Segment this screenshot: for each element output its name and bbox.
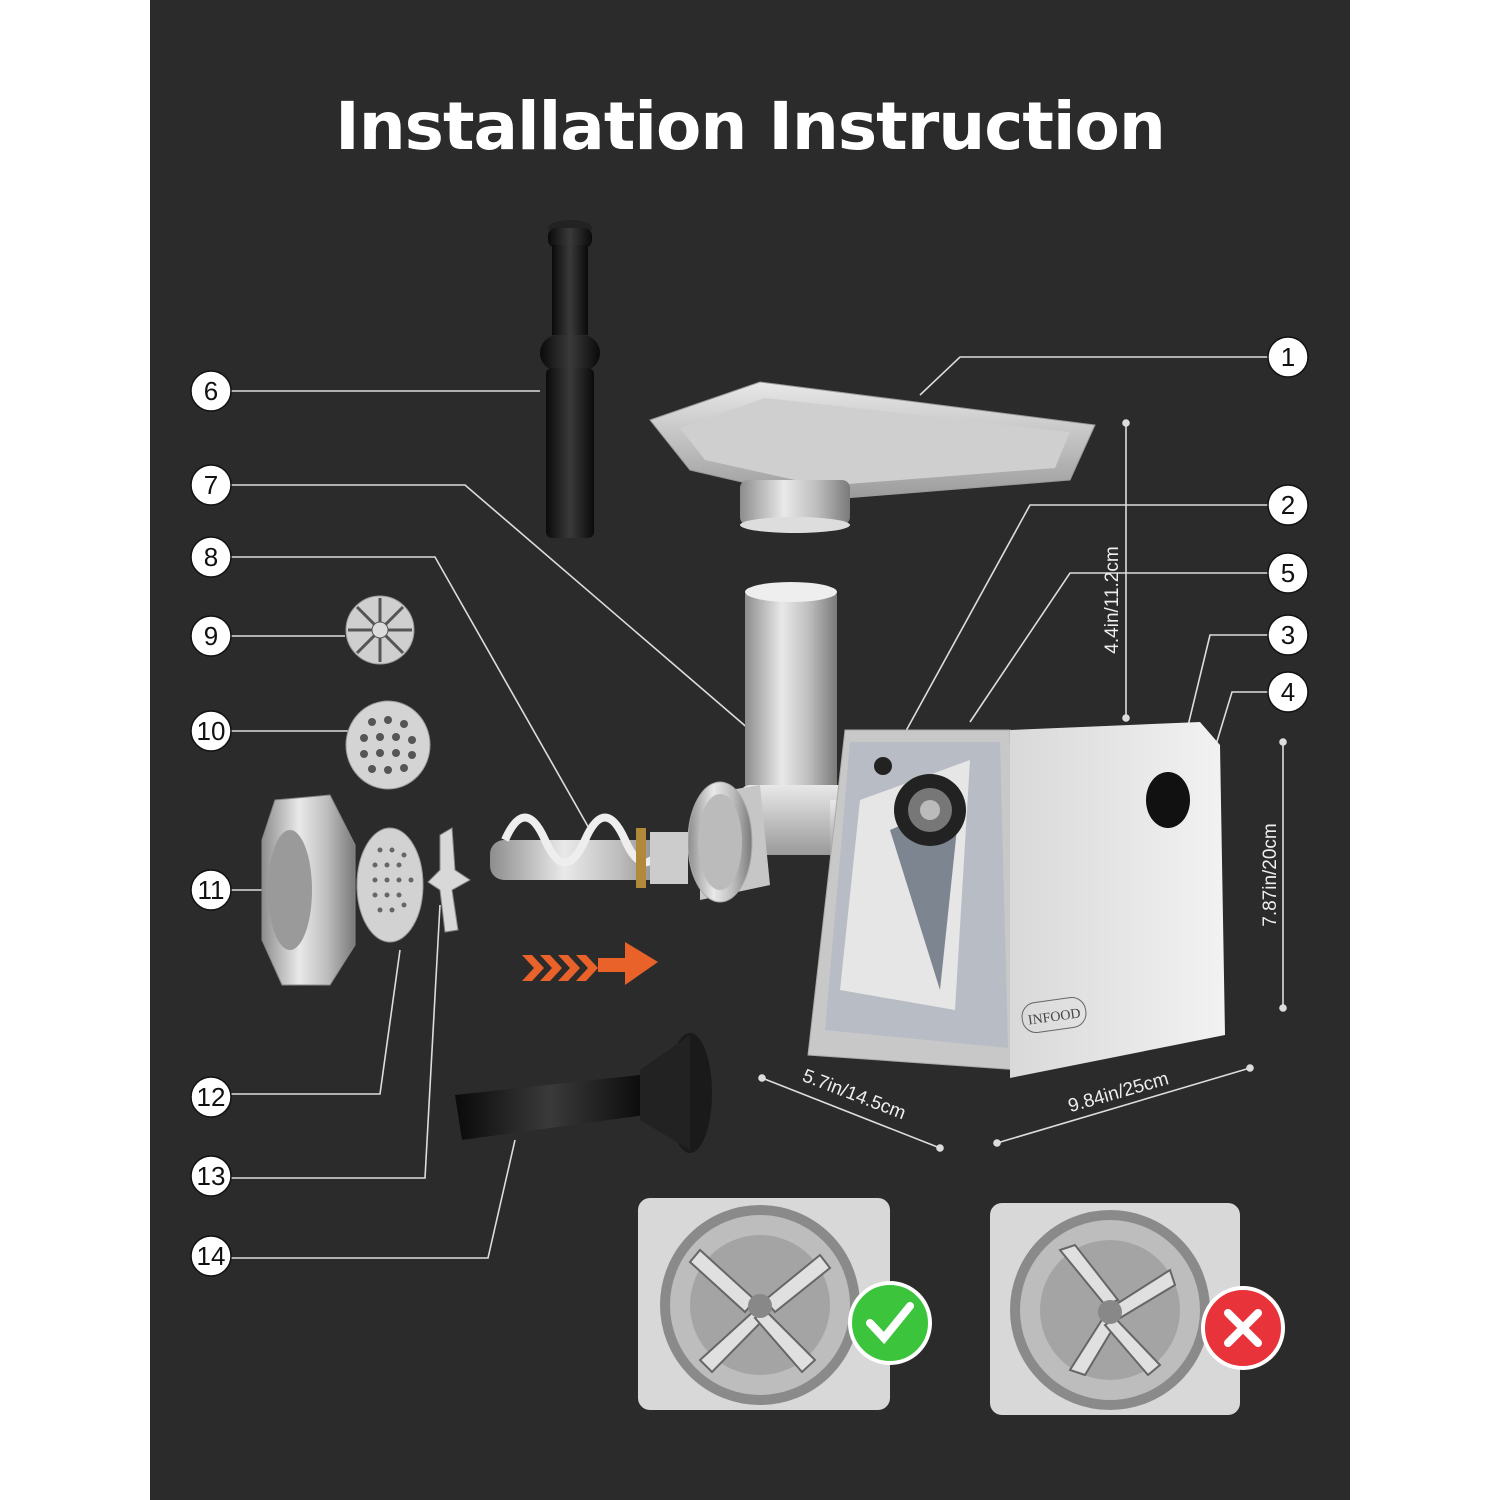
callout-number-10: 10 xyxy=(197,716,226,746)
incorrect-installation-photo xyxy=(990,1203,1285,1415)
callout-circle-2 xyxy=(1267,484,1309,526)
ring-nut xyxy=(261,794,356,986)
dimension-body-height: 7.87in/20cm xyxy=(1260,823,1281,927)
leader-2 xyxy=(889,504,1268,761)
callout-number-5: 5 xyxy=(1281,558,1295,588)
callout-number-9: 9 xyxy=(204,621,218,651)
callout-number-13: 13 xyxy=(197,1161,226,1191)
leader-1 xyxy=(919,356,1268,396)
callout-circle-9 xyxy=(190,615,232,657)
callout-circle-13 xyxy=(190,1155,232,1197)
leader-4 xyxy=(1214,691,1268,749)
leader-13 xyxy=(231,904,441,1179)
meat-tray xyxy=(649,381,1096,533)
leader-lines xyxy=(231,356,1268,1259)
coarse-grinding-plate xyxy=(345,700,431,790)
power-switch[interactable] xyxy=(1146,772,1190,828)
leader-12 xyxy=(231,949,401,1095)
callout-number-6: 6 xyxy=(204,376,218,406)
callout-circle-12 xyxy=(190,1076,232,1118)
callout-number-11: 11 xyxy=(198,875,225,905)
callout-circle-1 xyxy=(1267,336,1309,378)
direction-arrow-icon xyxy=(522,942,658,985)
callout-number-4: 4 xyxy=(1281,677,1295,707)
sausage-tube xyxy=(455,1033,712,1153)
dimension-depth: 5.7in/14.5cm xyxy=(799,1066,908,1125)
sausage-plate xyxy=(345,595,415,665)
motor-housing: INFOOD xyxy=(807,722,1225,1078)
fine-grinding-plate xyxy=(356,827,424,943)
dimension-width: 9.84in/25cm xyxy=(1066,1068,1171,1117)
callout-circle-7 xyxy=(190,464,232,506)
correct-installation-photo xyxy=(638,1198,932,1410)
callout-number-1: 1 xyxy=(1281,342,1295,372)
page-title: Installation Instruction xyxy=(335,88,1166,165)
callout-number-2: 2 xyxy=(1281,490,1295,520)
dimension-lines xyxy=(758,419,1287,1152)
callout-circle-8 xyxy=(190,536,232,578)
callout-circle-10 xyxy=(190,710,232,752)
leader-7 xyxy=(231,484,751,731)
auger-screw xyxy=(490,813,688,888)
food-pusher xyxy=(540,220,600,538)
callout-circle-3 xyxy=(1267,614,1309,656)
callout-circle-14 xyxy=(190,1235,232,1277)
leader-5 xyxy=(969,572,1268,723)
dimension-feed-height: 4.4in/11.2cm xyxy=(1102,546,1123,653)
leader-8 xyxy=(231,556,591,831)
cutting-blade xyxy=(427,827,471,933)
callout-circle-5 xyxy=(1267,552,1309,594)
callout-number-12: 12 xyxy=(197,1082,226,1112)
callout-number-8: 8 xyxy=(204,542,218,572)
leader-14 xyxy=(231,1139,516,1259)
callout-number-3: 3 xyxy=(1281,620,1295,650)
callout-number-7: 7 xyxy=(204,470,218,500)
check-icon xyxy=(848,1281,932,1365)
callout-circle-6 xyxy=(190,370,232,412)
callout-circle-4 xyxy=(1267,671,1309,713)
callout-number-14: 14 xyxy=(197,1241,226,1271)
brand-label: INFOOD xyxy=(1027,1006,1081,1028)
callout-circle-11 xyxy=(190,869,232,911)
